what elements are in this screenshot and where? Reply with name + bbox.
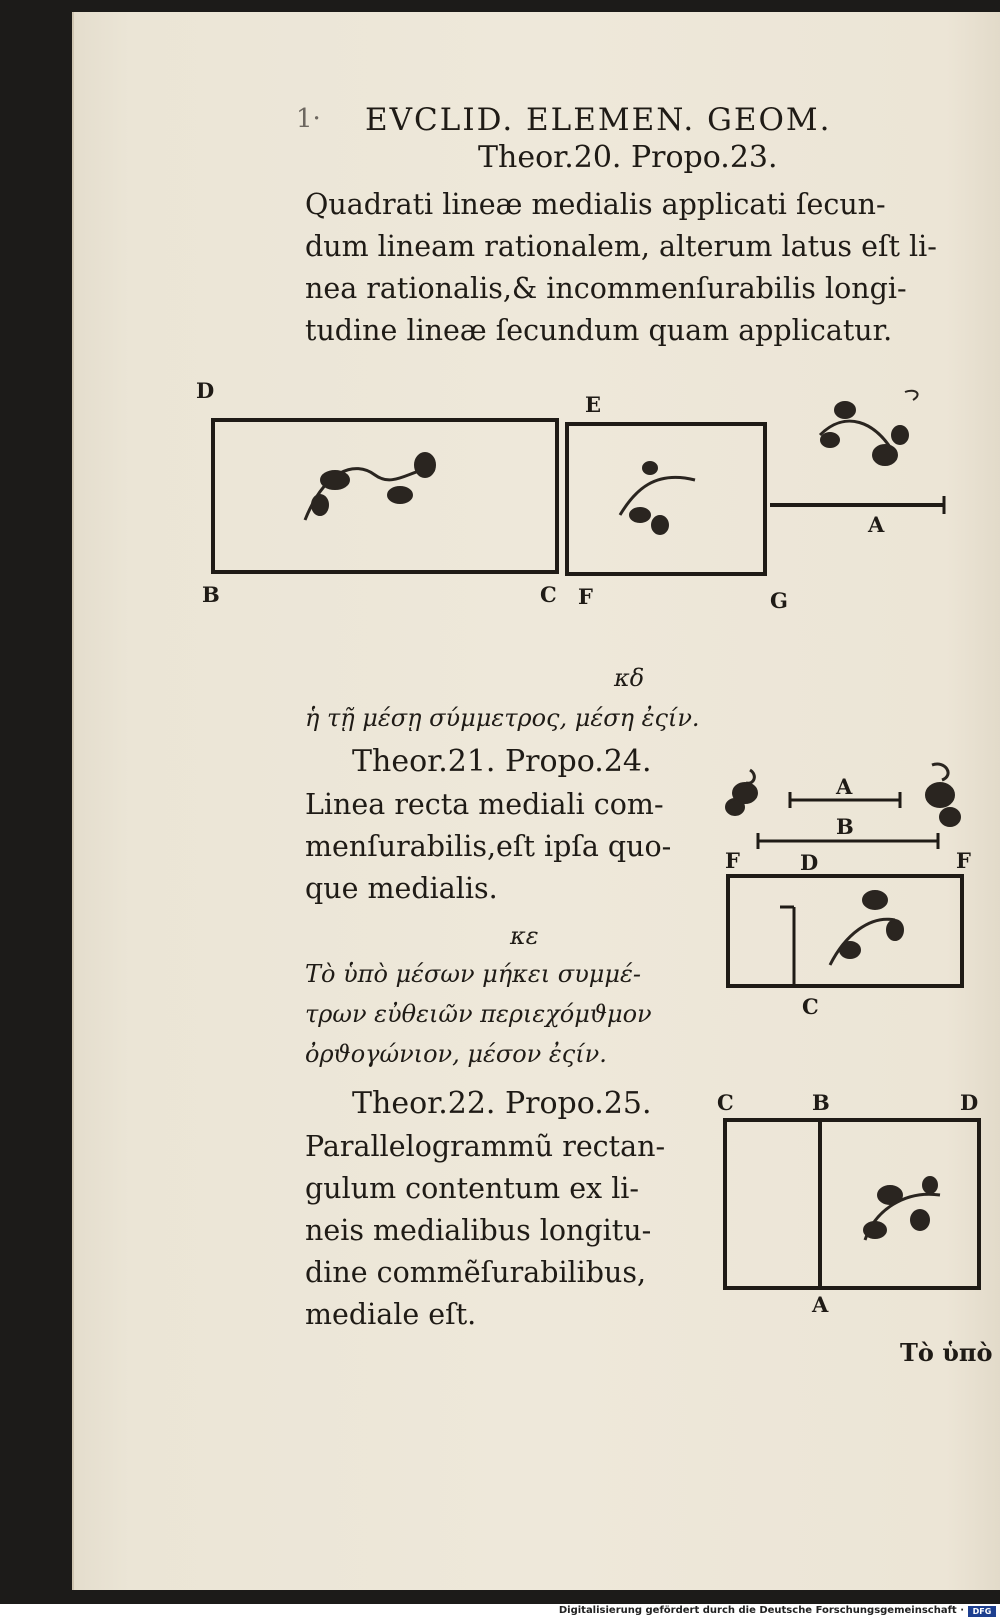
label-f: F: [578, 584, 593, 609]
footer-credit: Digitalisierung gefördert durch die Deut…: [558, 1605, 964, 1616]
label-a-25: A: [812, 1292, 829, 1317]
prop23-line-1: Quadrati lineæ medialis applicati ſecun-: [305, 188, 886, 221]
prop24-greek-line-1: Τὸ ὑπὸ μέσων μήκει συμμέ-: [305, 960, 641, 988]
floral-ornament-icon: [828, 890, 904, 966]
footer-strip: [0, 1604, 1000, 1620]
label-f2-24: F: [956, 848, 971, 873]
floral-ornament-icon: [925, 762, 961, 827]
prop24-greek-line-2: τρων εὐθειῶν περιεχόμϑμον: [305, 1000, 652, 1028]
prop25-line-2: gulum contentum ex li-: [305, 1172, 640, 1205]
prop24-line-3: que medialis.: [305, 872, 498, 905]
greek-text: ἡ τῇ μέσῃ σύμμετρος, μέση ἐςίν.: [305, 704, 700, 732]
label-b-25: B: [812, 1090, 830, 1115]
label-d-24: D: [800, 850, 819, 875]
prop25-line-5: mediale eſt.: [305, 1298, 477, 1331]
floral-ornament-icon: [818, 389, 919, 466]
prop24-figure: [725, 762, 964, 988]
prop23-line-4: tudine lineæ ſecundum quam applicatur.: [305, 314, 893, 347]
prop25-line-1: Parallelogrammũ rectan-: [305, 1130, 666, 1163]
label-d: D: [196, 378, 215, 403]
floral-ornament-icon: [618, 461, 696, 535]
label-b: B: [202, 582, 220, 607]
floral-ornament-icon: [725, 768, 758, 816]
prop25-line-3: neis medialibus longitu-: [305, 1214, 652, 1247]
greek-numeral-24: κε: [510, 922, 539, 950]
label-a-24: A: [836, 774, 853, 799]
prop25-line-4: dine commẽſurabilibus,: [305, 1256, 647, 1289]
label-e: E: [585, 392, 602, 417]
prop23-line-3: nea rationalis,& incommenſurabilis longi…: [305, 272, 907, 305]
dfg-logo: DFG: [968, 1606, 996, 1617]
prop25-figure: [723, 1118, 981, 1290]
running-title: EVCLID. ELEMEN. GEOM.: [365, 102, 832, 138]
label-d-25: D: [960, 1090, 979, 1115]
label-c: C: [540, 582, 557, 607]
prop23-title: Theor.20. Propo.23.: [478, 140, 778, 175]
prop24-title: Theor.21. Propo.24.: [352, 744, 652, 779]
label-c-25: C: [717, 1090, 734, 1115]
label-c-24: C: [802, 994, 819, 1019]
label-b-24: B: [836, 814, 854, 839]
margin-mark: 1·: [296, 104, 321, 134]
catchword: Τὸ ὑπὸ: [900, 1338, 993, 1367]
label-a: A: [868, 512, 885, 537]
prop24-line-1: Linea recta mediali com-: [305, 788, 664, 821]
prop23-line-2: dum lineam rationalem, alterum latus eſt…: [305, 230, 937, 263]
prop24-greek-line-3: ὀρϑογώνιον, μέσον ἐςίν.: [305, 1040, 607, 1068]
greek-numeral: κδ: [614, 664, 645, 692]
prop25-title: Theor.22. Propo.25.: [352, 1086, 652, 1121]
label-f1-24: F: [725, 848, 740, 873]
prop24-line-2: menſurabilis,eſt ipſa quo-: [305, 830, 672, 863]
label-g: G: [770, 588, 788, 613]
floral-ornament-icon: [303, 452, 436, 521]
floral-ornament-icon: [863, 1176, 941, 1241]
prop23-figure: [211, 389, 946, 576]
